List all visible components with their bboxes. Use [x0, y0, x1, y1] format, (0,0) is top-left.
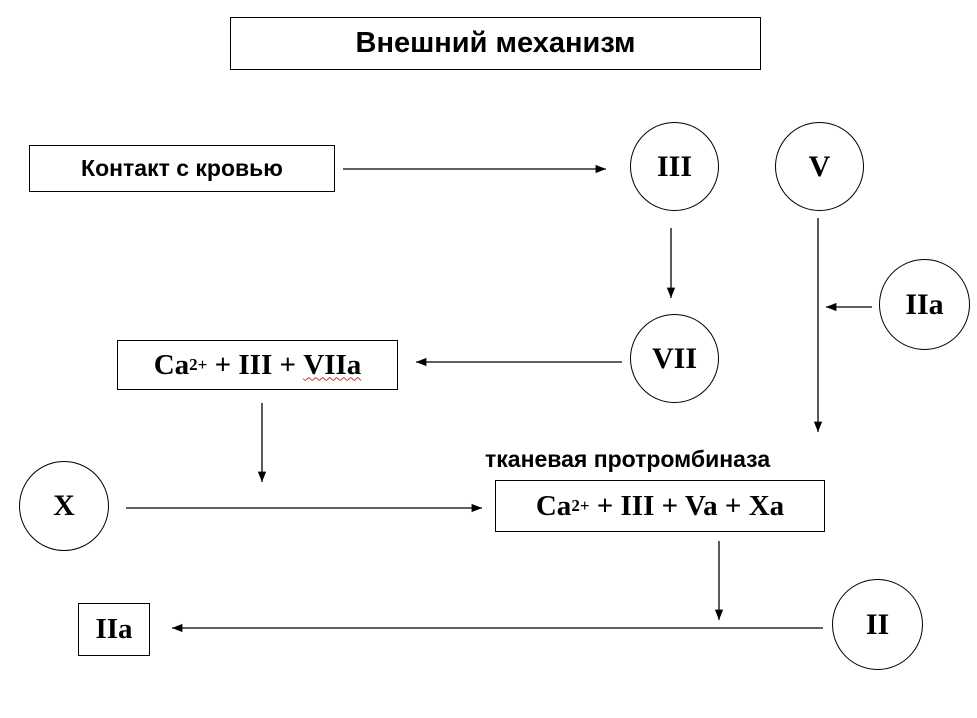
- complex1-rest: + III +: [207, 348, 304, 381]
- complex1-ca: Ca: [153, 348, 190, 381]
- circle-v: V: [775, 122, 864, 211]
- page-title: Внешний механизм: [355, 27, 636, 59]
- prothrombinase-caption-text: тканевая протромбиназа: [485, 446, 771, 472]
- title-box: Внешний механизм: [230, 17, 761, 70]
- circle-iii: III: [630, 122, 719, 211]
- circle-v-label: V: [808, 149, 831, 183]
- contact-label: Контакт с кровью: [81, 155, 283, 181]
- prothrombinase-caption: тканевая протромбиназа: [485, 446, 770, 473]
- circle-vii-label: VII: [651, 341, 697, 375]
- product-label: IIa: [95, 613, 133, 645]
- circle-ii: II: [832, 579, 923, 670]
- circle-x-label: X: [53, 489, 75, 522]
- circle-iia-mid-label: IIa: [905, 287, 944, 321]
- contact-box: Контакт с кровью: [29, 145, 335, 192]
- circle-x: X: [19, 461, 109, 551]
- complex2-ca: Ca: [535, 489, 572, 522]
- product-box: IIa: [78, 603, 150, 656]
- circle-iia-mid: IIa: [879, 259, 970, 350]
- circle-vii: VII: [630, 314, 719, 403]
- circle-ii-label: II: [865, 607, 890, 641]
- complex1-viia: VIIa: [303, 348, 362, 381]
- complex2-rest: + III + Va + Xa: [589, 489, 785, 522]
- complex2-box: Ca 2+ + III + Va + Xa: [495, 480, 825, 532]
- circle-iii-label: III: [656, 149, 693, 183]
- complex1-box: Ca 2+ + III + VIIa: [117, 340, 398, 390]
